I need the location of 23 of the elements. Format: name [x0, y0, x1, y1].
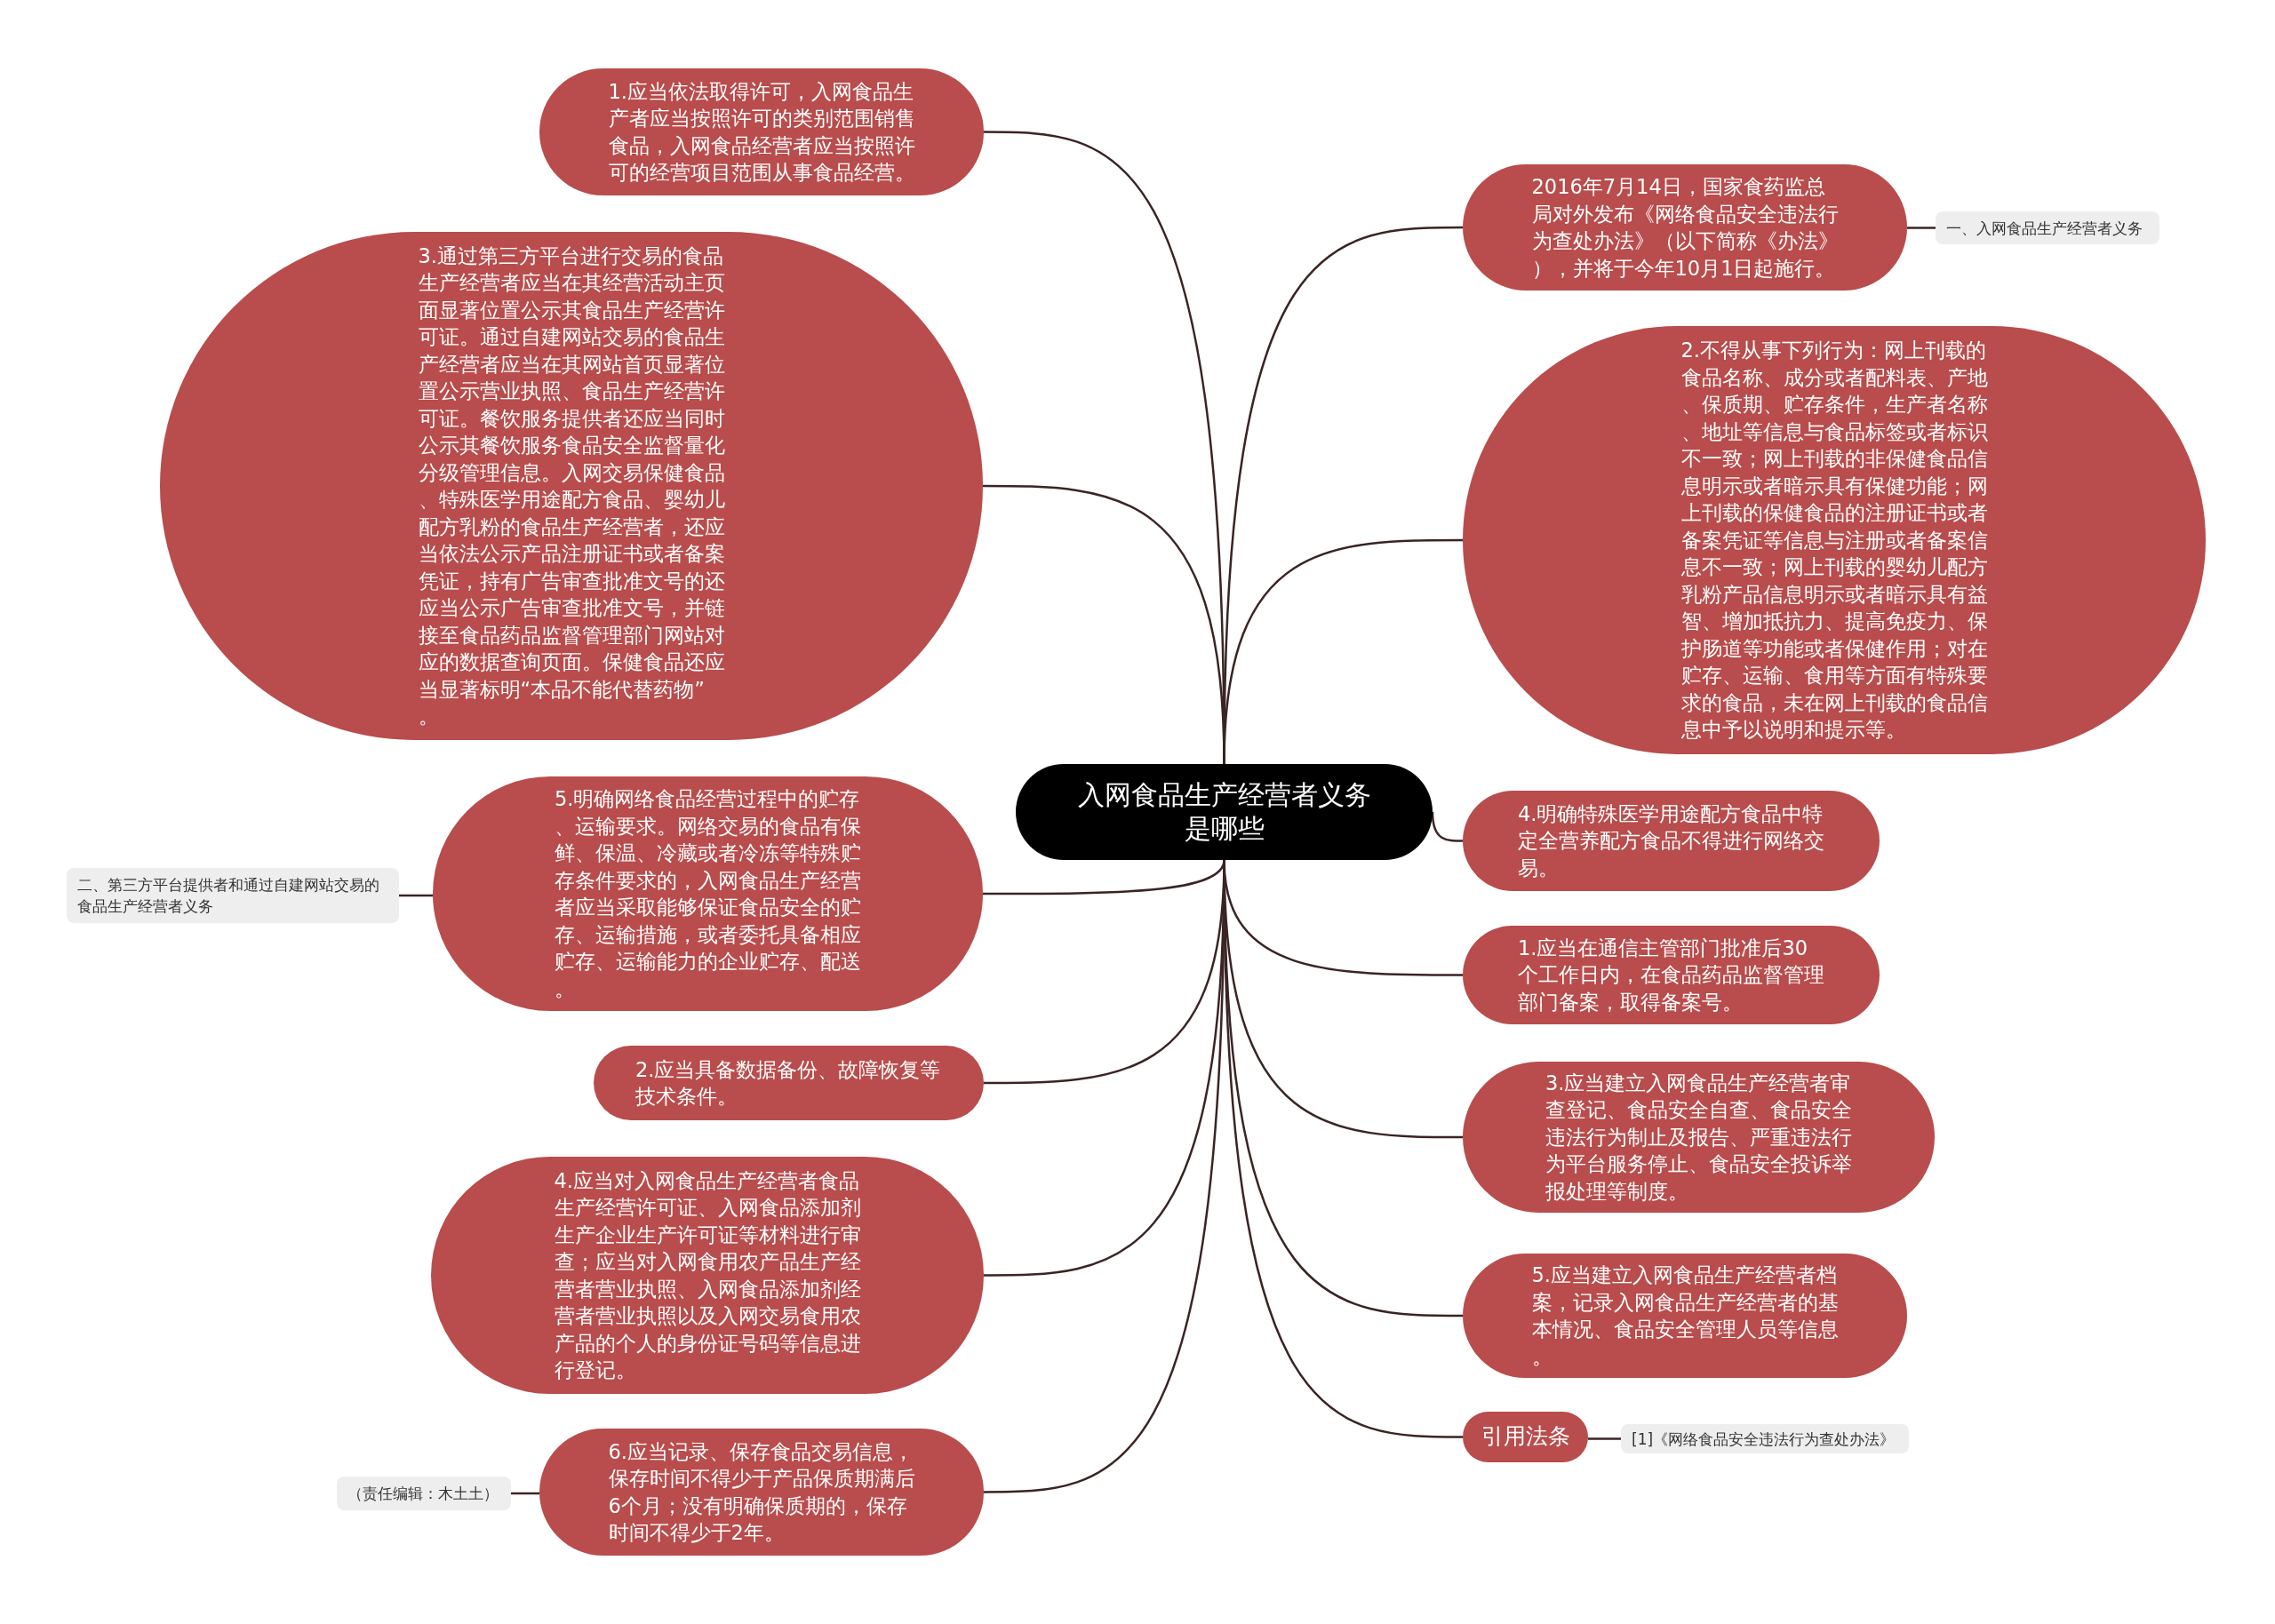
note-label: 一、入网食品生产经营者义务: [1936, 211, 2159, 244]
topic-bubble: 4.应当对入网食品生产经营者食品生产经营许可证、入网食品添加剂生产企业生产许可证等材料进行审查；应当对入网食用农产品生产经营者营业执照、入网食品添加剂经营者营业执照以及入网交易食用农产品的个人的身份证号码等信息进行登记。: [431, 1157, 984, 1394]
topic-bubble: 1.应当在通信主管部门批准后30个工作日内，在食品药品监督管理部门备案，取得备案号。: [1463, 926, 1880, 1024]
connector-line: [511, 1492, 539, 1495]
connector-line: [1431, 811, 1463, 842]
connector-line: [1588, 1437, 1621, 1440]
topic-bubble: 1.应当依法取得许可，入网食品生产者应当按照许可的类别范围销售食品，入网食品经营者应当按照许可的经营项目范围从事食品经营。: [539, 68, 984, 195]
topic-bubble: 2.应当具备数据备份、故障恢复等技术条件。: [594, 1046, 984, 1120]
note-label: [1]《网络食品安全违法行为查处办法》: [1621, 1424, 1909, 1453]
topic-bubble: 2.不得从事下列行为：网上刊载的食品名称、成分或者配料表、产地、保质期、贮存条件，生产者名称、地址等信息与食品标签或者标识不一致；网上刊载的非保健食品信息明示或者暗示具有保健功能；网上刊载的保健食品的注册证书或者备案凭证等信息与注册或者备案信息不一致；网上刊载的婴幼儿配方乳粉产品信息明示或者暗示具有益智、增加抵抗力、提高免疫力、保护肠道等功能或者保健作用；对在贮存、运输、食用等方面有特殊要求的食品，未在网上刊载的食品信息中予以说明和提示等。: [1463, 326, 2206, 754]
topic-bubble: 5.应当建立入网食品生产经营者档案，记录入网食品生产经营者的基本情况、食品安全管理人员等信息。: [1463, 1254, 1907, 1378]
topic-bubble: 4.明确特殊医学用途配方食品中特定全营养配方食品不得进行网络交易。: [1463, 791, 1880, 891]
topic-bubble: 2016年7月14日，国家食药监总局对外发布《网络食品安全违法行为查处办法》（以下简称《办法》），并将于今年10月1日起施行。: [1463, 164, 1907, 291]
connector-line: [1907, 227, 1936, 229]
topic-bubble: 3.应当建立入网食品生产经营者审查登记、食品安全自查、食品安全违法行为制止及报告、严重违法行为平台服务停止、食品安全投诉举报处理等制度。: [1463, 1062, 1935, 1213]
topic-bubble: 5.明确网络食品经营过程中的贮存、运输要求。网络交易的食品有保鲜、保温、冷藏或者冷冻等特殊贮存条件要求的，入网食品生产经营者应当采取能够保证食品安全的贮存、运输措施，或者委托具备相应贮存、运输能力的企业贮存、配送。: [433, 776, 983, 1011]
topic-bubble: 3.通过第三方平台进行交易的食品生产经营者应当在其经营活动主页面显著位置公示其食品生产经营许可证。通过自建网站交易的食品生产经营者应当在其网站首页显著位置公示营业执照、食品生产经营许可证。餐饮服务提供者还应当同时公示其餐饮服务食品安全监督量化分级管理信息。入网交易保健食品、特殊医学用途配方食品、婴幼儿配方乳粉的食品生产经营者，还应当依法公示产品注册证书或者备案凭证，持有广告审查批准文号的还应当公示广告审查批准文号，并链接至食品药品监督管理部门网站对应的数据查询页面。保健食品还应当显著标明“本品不能代替药物”。: [160, 232, 983, 740]
note-label: 二、第三方平台提供者和通过自建网站交易的食品生产经营者义务: [67, 868, 399, 923]
topic-bubble: 6.应当记录、保存食品交易信息，保存时间不得少于产品保质期满后6个月；没有明确保质期的，保存时间不得少于2年。: [539, 1429, 984, 1556]
topic-bubble: 引用法条: [1463, 1412, 1588, 1462]
central-topic: 入网食品生产经营者义务是哪些: [1016, 764, 1433, 860]
note-label: （责任编辑：木土土）: [337, 1477, 511, 1510]
connector-line: [399, 894, 433, 897]
